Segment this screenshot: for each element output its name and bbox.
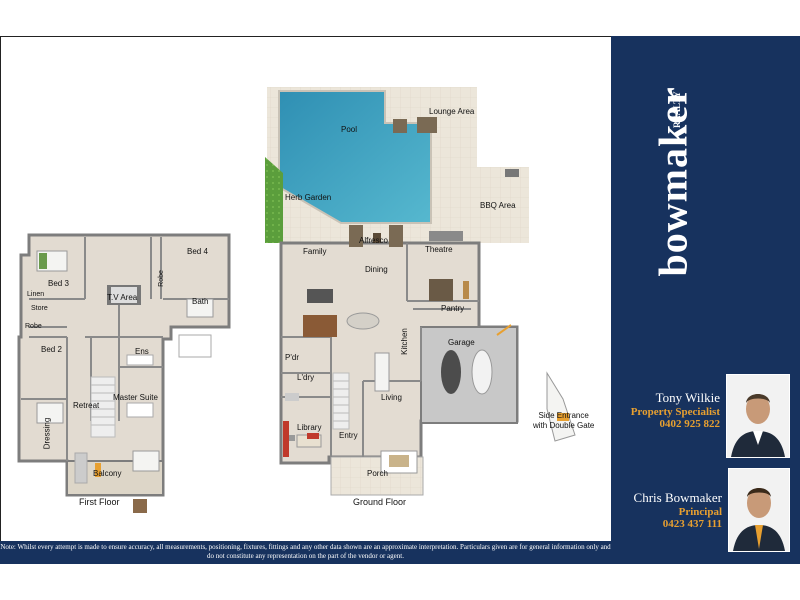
room-label-side-entrance: Side Entrance with Double Gate [533,411,595,430]
room-label-bed2: Bed 2 [41,345,62,354]
room-label-dining: Dining [365,265,388,274]
herb-garden-area [265,157,283,243]
room-label-robe-left: Robe [25,323,42,330]
brand-sub: REALTY [672,91,682,128]
ground-floor-label: Ground Floor [353,497,407,507]
agent-phone: 0402 925 822 [659,418,721,430]
first-floor-label: First Floor [79,497,120,507]
room-label-retreat: Retreat [73,401,100,410]
room-label-herb-garden: Herb Garden [285,193,332,202]
agent-card-1: Tony Wilkie Property Specialist 0402 925… [616,390,720,430]
room-label-bbq-area: BBQ Area [480,201,516,210]
room-label-living: Living [381,393,402,402]
agent-role: Property Specialist [630,406,720,418]
floor-plan-panel: Bed 3 T.V Area Robe Bed 4 Linen Store Ro… [0,36,612,542]
agent-name: Chris Bowmaker [633,490,722,505]
garage-area [420,326,518,424]
room-label-balcony: Balcony [93,469,122,478]
side-entrance-boat [546,371,576,442]
room-label-kitchen: Kitchen [399,328,409,355]
room-label-porch: Porch [367,469,388,478]
room-label-ldry: L'dry [297,373,315,382]
room-label-store: Store [31,305,48,312]
room-label-robe-top: Robe [157,270,165,287]
agent-role: Principal [678,506,722,518]
floor-plan-drawing [17,87,576,513]
room-label-ens: Ens [135,347,149,356]
room-label-library: Library [297,423,322,432]
agent-name: Tony Wilkie [655,390,720,405]
ground-floor-plan [265,87,529,496]
room-label-garage: Garage [448,338,475,347]
room-label-pantry: Pantry [441,304,465,313]
room-label-alfresco: Alfresco [359,236,388,245]
room-label-bed3: Bed 3 [48,279,69,288]
room-label-bath: Bath [192,297,209,306]
room-label-tv-area: T.V Area [107,293,138,302]
room-label-master-suite: Master Suite [113,393,158,402]
room-label-pdr: P'dr [285,353,299,362]
room-label-entry: Entry [339,431,358,440]
room-label-dressing: Dressing [42,417,52,450]
agent-card-2: Chris Bowmaker Principal 0423 437 111 [616,490,722,530]
agent-phone: 0423 437 111 [662,518,722,530]
room-label-linen: Linen [27,291,45,298]
agent-photo-2 [728,468,790,552]
disclaimer-note: Note: Whilst every attempt is made to en… [0,541,611,564]
room-label-theatre: Theatre [425,245,453,254]
first-floor-plan [17,233,231,513]
room-label-lounge-area: Lounge Area [429,107,475,116]
room-label-pool: Pool [341,125,358,134]
room-label-bed4: Bed 4 [187,247,208,256]
room-label-family: Family [303,247,327,256]
agent-photo-1 [726,374,790,458]
brand-logo: bowmaker REALTY [648,86,696,278]
first-floor-outline [17,233,231,497]
